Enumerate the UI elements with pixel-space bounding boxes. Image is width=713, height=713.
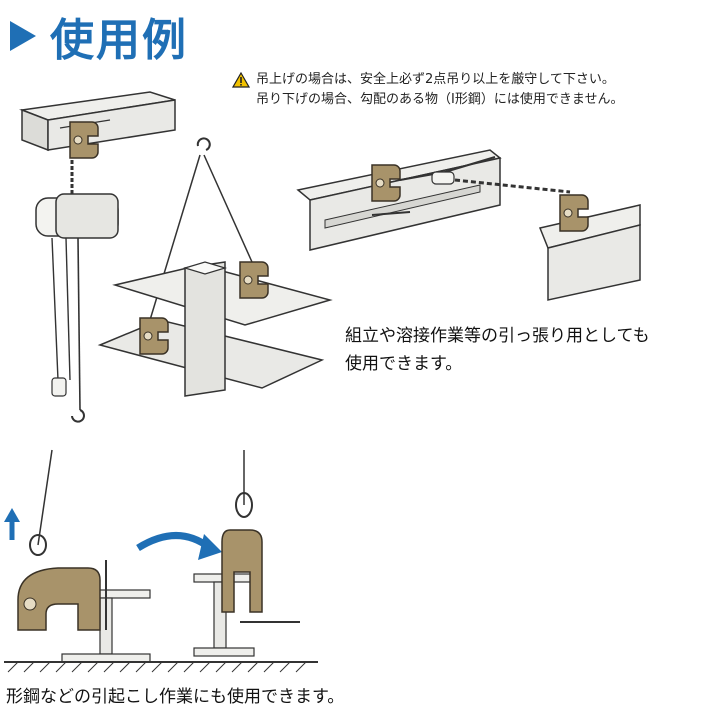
rotate-arrow-head-icon	[198, 534, 222, 560]
pulling-scene	[296, 149, 641, 301]
clamp-icon	[559, 194, 589, 232]
page-title-text: 使用例	[50, 15, 188, 66]
rotate-arrow-icon	[136, 532, 213, 551]
ground	[4, 661, 318, 673]
turnover-before-scene	[4, 449, 151, 663]
page-title: 使用例	[10, 8, 188, 66]
turnover-after-scene	[193, 450, 300, 657]
pulling-caption-line-2: 使用できます。	[345, 354, 463, 374]
hoist-scene	[19, 91, 176, 423]
lifting-caption: 形鋼などの引起こし作業にも使用できます。	[6, 687, 345, 707]
warning-notice: 吊上げの場合は、安全上必ず2点吊り以上を厳守して下さい。 吊り下げの場合、勾配の…	[232, 70, 623, 110]
frame-lifting-scene	[97, 137, 333, 397]
clamp-icon	[239, 261, 269, 299]
title-arrow-icon	[10, 21, 36, 51]
warning-line-1: 吊上げの場合は、安全上必ず2点吊り以上を厳守して下さい。	[256, 72, 615, 87]
warning-line-2: 吊り下げの場合、勾配のある物（I形鋼）には使用できません。	[256, 92, 624, 107]
pulling-caption-line-1: 組立や溶接作業等の引っ張り用としても	[345, 326, 650, 346]
pulling-caption: 組立や溶接作業等の引っ張り用としても 使用できます。	[345, 322, 650, 378]
warning-icon	[232, 72, 250, 88]
